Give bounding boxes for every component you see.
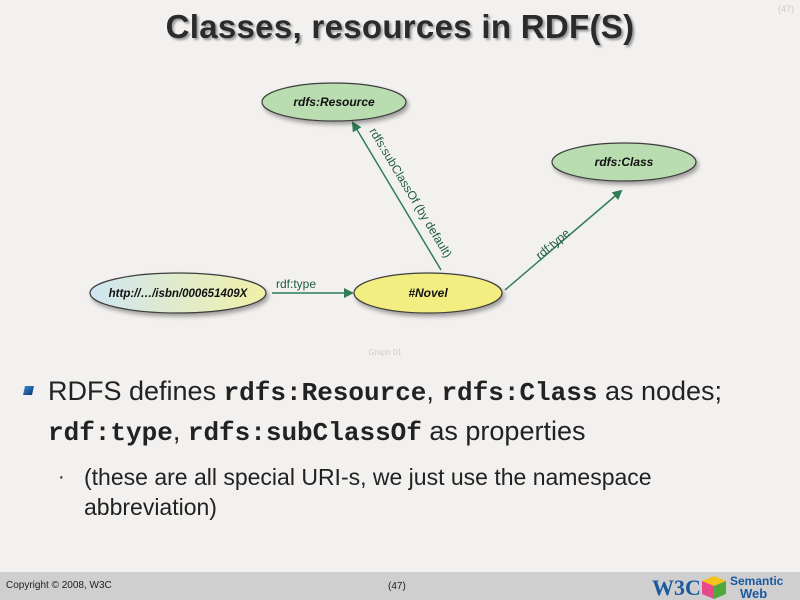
term-rdf-type: rdf:type [48, 418, 173, 448]
node-isbn [89, 272, 267, 314]
edge-label-isbn-novel: rdf:type [276, 277, 316, 291]
node-novel-label: #Novel [408, 286, 448, 300]
term-rdfs-subclassof: rdfs:subClassOf [187, 418, 422, 448]
diagram-caption: Graph 01 [368, 348, 402, 357]
rdf-diagram: rdf:type rdf:type rdfs:subClassOf (by de… [89, 82, 697, 357]
footer-bar: Copyright © 2008, W3C (47) [0, 572, 800, 600]
bullet-sub: · (these are all special URI-s, we just … [22, 462, 782, 522]
edge-label-novel-resource: rdfs:subClassOf (by default) [366, 125, 454, 260]
bullet-sep2: , [172, 416, 188, 446]
bullet-icon [23, 386, 34, 395]
copyright: Copyright © 2008, W3C [6, 580, 112, 591]
bullet-suffix: as properties [421, 416, 586, 446]
w3c-semantic-web-logo[interactable]: W3C Semantic Web [650, 573, 798, 600]
page-number-corner: (47) [777, 4, 794, 14]
logo-semantic-text: Semantic [730, 574, 784, 588]
sub-bullet-icon: · [58, 466, 65, 488]
node-rdfs-class-label: rdfs:Class [595, 155, 654, 169]
page-number: (47) [388, 581, 406, 592]
slide-title: Classes, resources in RDF(S) [165, 8, 635, 45]
term-rdfs-resource: rdfs:Resource [223, 378, 427, 408]
logo-w3c-text: W3C [652, 575, 701, 600]
logo-web-text: Web [740, 586, 767, 600]
node-rdfs-class [551, 142, 697, 182]
bullet-sep1: , [426, 376, 442, 406]
node-rdfs-resource-label: rdfs:Resource [293, 95, 375, 109]
bullet-sub-text: (these are all special URI-s, we just us… [84, 464, 652, 520]
edge-novel-to-class [504, 189, 623, 291]
term-rdfs-class: rdfs:Class [441, 378, 598, 408]
bullet-mid: as nodes; [597, 376, 723, 406]
bullet-main: RDFS defines rdfs:Resource, rdfs:Class a… [22, 372, 782, 452]
bullet-list: RDFS defines rdfs:Resource, rdfs:Class a… [22, 372, 782, 522]
bullet-main-prefix: RDFS defines [48, 376, 224, 406]
edge-label-novel-class: rdf:type [533, 226, 573, 263]
node-isbn-label: http://…/isbn/000651409X [109, 288, 249, 300]
node-rdfs-resource [261, 82, 407, 122]
edge-novel-to-resource [351, 121, 442, 271]
node-novel [353, 272, 503, 314]
semantic-web-cube-icon [702, 576, 726, 599]
